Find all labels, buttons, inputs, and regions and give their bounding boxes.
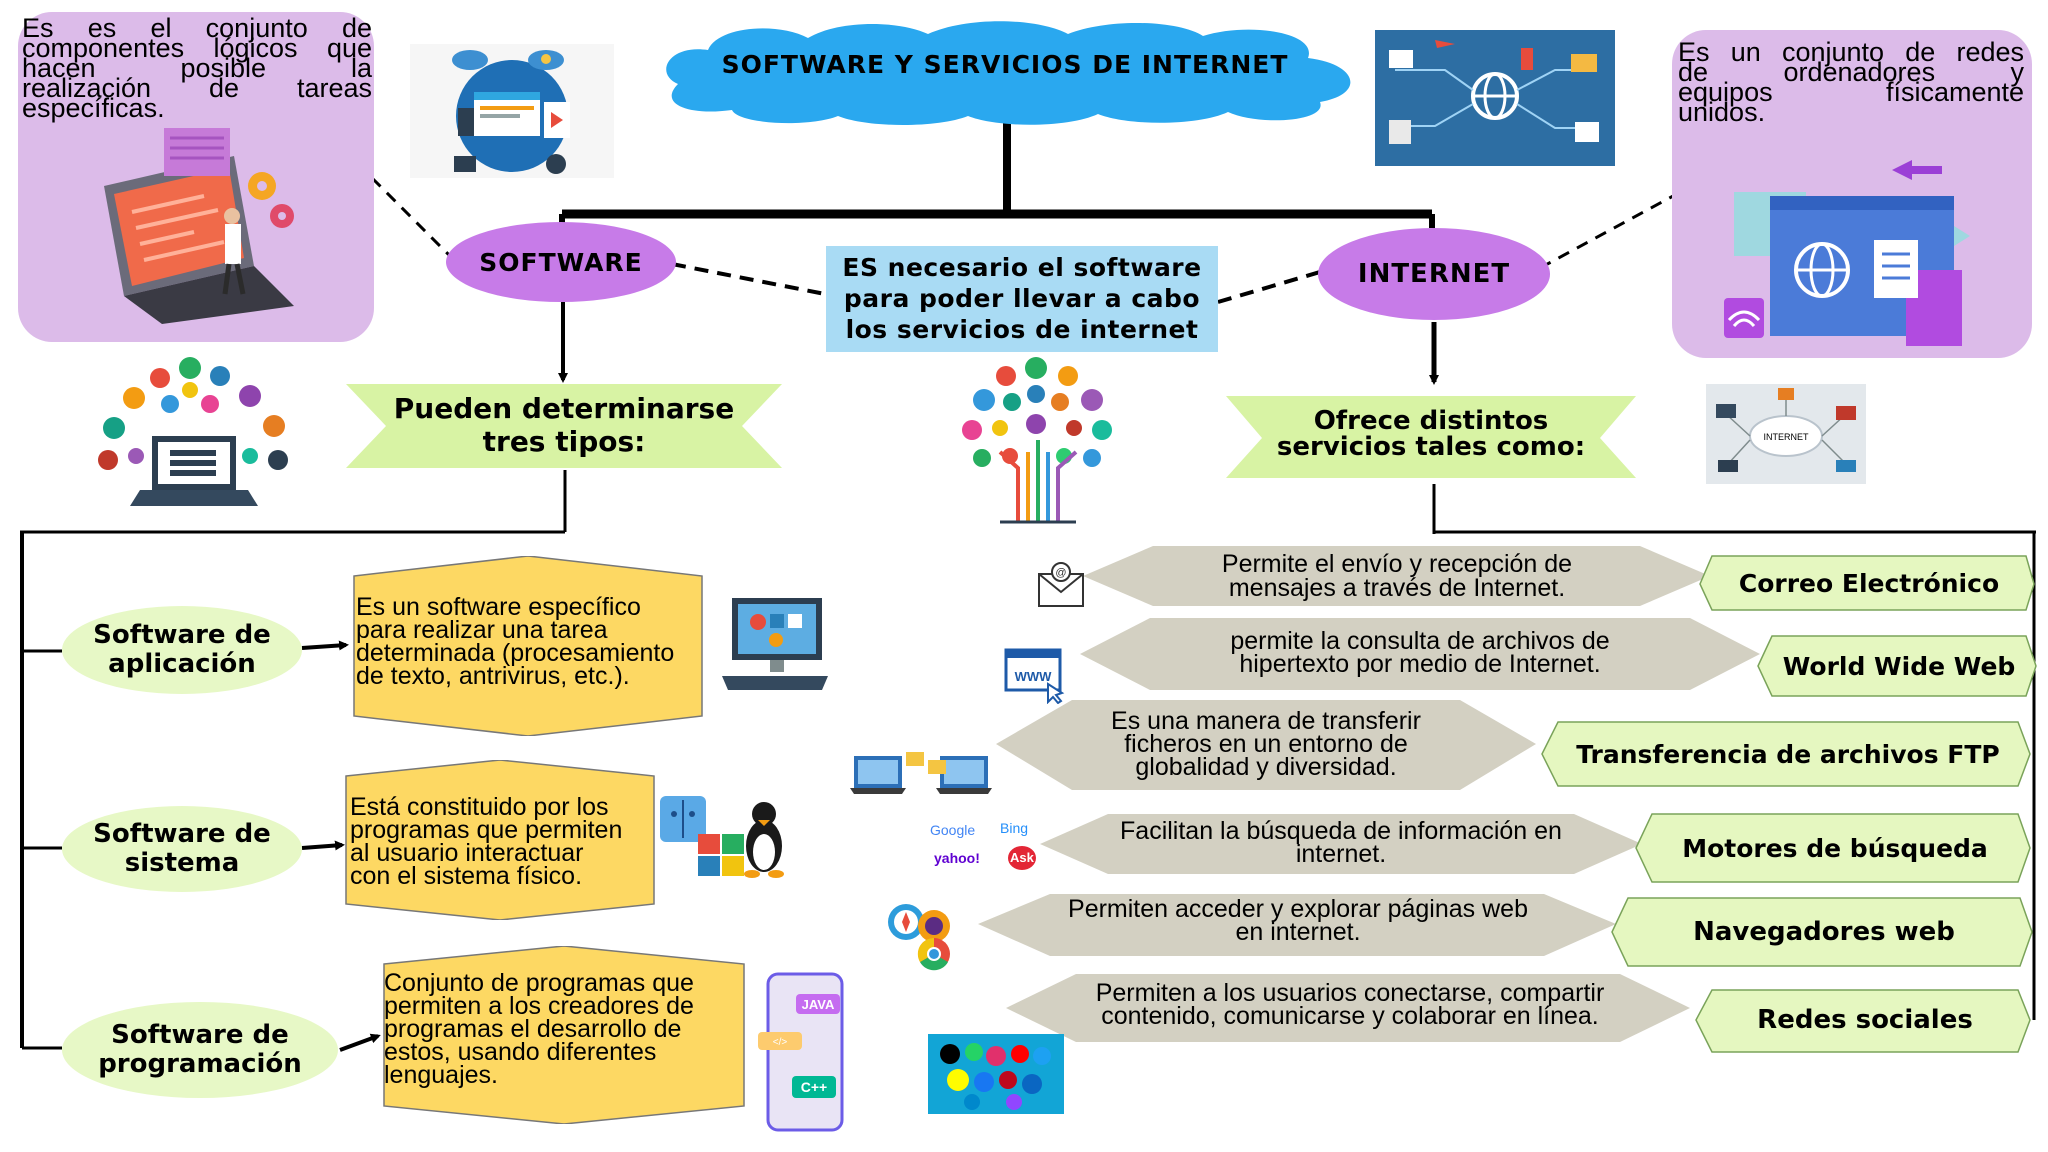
desc-aplicacion: Es un software específico para realizar … [356,593,675,690]
www-icon: WWW [1004,648,1065,704]
dashed-link-internet-note [1217,270,1321,304]
internet-cloud-label: INTERNET [1764,432,1810,442]
programming-phone-image: JAVA </> C++ [758,972,844,1132]
svg-text:</>: </> [773,1037,788,1048]
java-label: JAVA [802,997,835,1012]
software-banner: Pueden determinarse tres tipos: [393,392,735,458]
dashed-link-software-definition [370,176,454,260]
software-node: SOFTWARE [446,222,676,302]
service-desc-email: Permite el envío y recepción de mensajes… [1221,550,1573,602]
dashed-link-internet-definition [1539,193,1676,270]
service-desc-ftp: Es una manera de transferir ficheros en … [1111,707,1421,781]
internet-definition-text: Es un conjunto de redes de ordenadores y… [1678,37,2024,127]
service-desc-www: permite la consulta de archivos de hiper… [1230,627,1610,678]
title-cloud [666,21,1351,125]
os-logos-image [660,796,784,878]
bing-logo: Bing [1000,820,1029,836]
laptop-developer-illustration [104,128,294,324]
internet-banner-shape [1226,396,1636,478]
svg-text:@: @ [1055,567,1066,579]
www-label: WWW [1015,669,1053,684]
yahoo-logo: yahoo! [934,850,980,866]
social-media-logos-icon [928,1034,1064,1114]
desktop-apps-image [722,598,828,690]
desc-shape-programacion [383,946,745,1124]
desc-programacion: Conjunto de programas que permiten a los… [384,969,694,1089]
service-name-browsers: Navegadores web [1693,917,1955,947]
internet-network-image [1375,30,1615,166]
internet-cloud-image: INTERNET [1706,384,1866,484]
page-title: SOFTWARE Y SERVICIOS DE INTERNET [721,49,1289,79]
service-desc-social: Permiten a los usuarios conectarse, comp… [1095,979,1605,1030]
email-icon: @ [1038,562,1084,607]
desc-sistema: Está constituido por los programas que p… [350,793,623,890]
service-desc-browsers: Permiten acceder y explorar páginas web … [1068,895,1528,946]
software-icons-illustration [98,357,288,506]
social-tree-illustration [962,357,1112,524]
service-name-email: Correo Electrónico [1738,568,2000,598]
internet-node: INTERNET [1318,228,1550,320]
service-desc-search: Facilitan la búsqueda de información en … [1120,817,1562,868]
service-name-social: Redes sociales [1757,1005,1973,1035]
search-engine-logos: Google Bing yahoo! Ask [930,820,1046,876]
software-banner-shape [346,384,782,468]
desc-shape-sistema [345,760,655,920]
software-definition-box: Es es el conjunto de componentes lógicos… [18,12,374,342]
internet-banner: Ofrece distintos servicios tales como: [1276,406,1586,462]
internet-definition-box: Es un conjunto de redes de ordenadores y… [1672,30,2032,358]
desc-shape-aplicacion [353,556,703,736]
center-note: ES necesario el software para poder llev… [826,246,1218,352]
file-transfer-icon [850,752,992,794]
internet-browser-illustration [1724,160,1970,346]
ask-logo: Ask [1010,850,1034,865]
google-logo: Google [930,822,976,838]
software-services-image [410,44,614,178]
service-name-search: Motores de búsqueda [1682,833,1988,863]
cpp-label: C++ [801,1079,827,1095]
dashed-link-software-note [671,262,831,297]
service-name-ftp: Transferencia de archivos FTP [1576,739,2000,769]
browser-logos-icon [888,904,950,971]
service-name-www: World Wide Web [1782,651,2016,681]
software-definition-text: Es es el conjunto de componentes lógicos… [22,13,372,123]
